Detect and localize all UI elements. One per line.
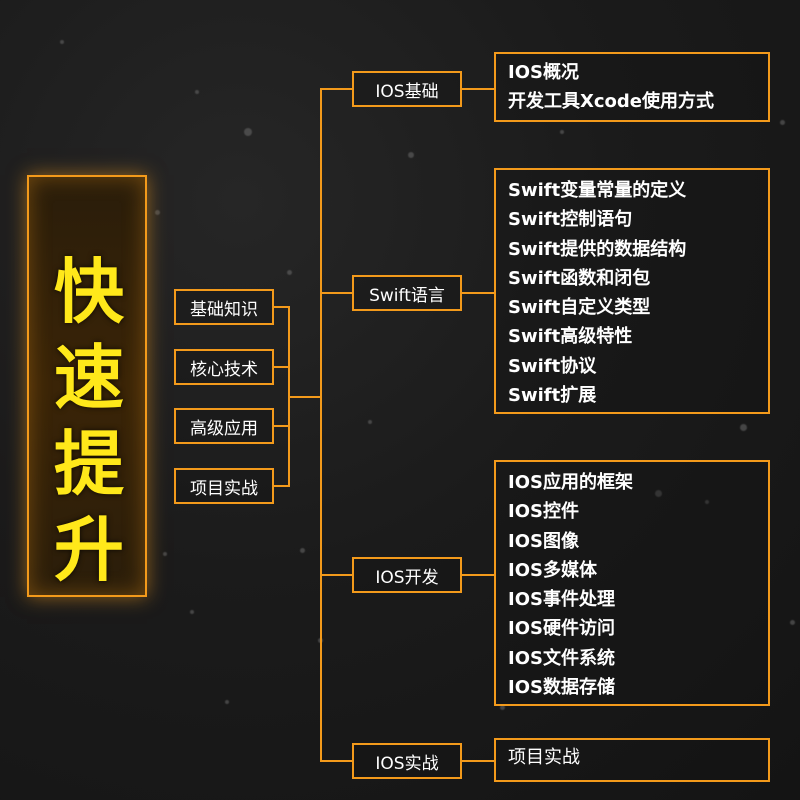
- leaf-box-swift: Swift变量常量的定义 Swift控制语句 Swift提供的数据结构 Swif…: [494, 168, 770, 414]
- title-text: 快 速 提 升: [29, 249, 149, 593]
- dust-speck: [500, 705, 505, 710]
- leaf-item: IOS多媒体: [508, 559, 597, 581]
- leaf-item: IOS图像: [508, 530, 579, 552]
- connector-line: [274, 485, 290, 487]
- title-char: 快: [54, 251, 124, 333]
- leaf-item: 项目实战: [508, 747, 580, 768]
- leaf-item: IOS硬件访问: [508, 618, 615, 640]
- connector-line: [274, 306, 290, 308]
- connector-line: [462, 292, 495, 294]
- leaf-item: 开发工具Xcode使用方式: [508, 91, 715, 113]
- dust-speck: [60, 40, 64, 44]
- dust-speck: [790, 620, 795, 625]
- leaf-item: IOS控件: [508, 501, 579, 523]
- leaf-item: IOS文件系统: [508, 647, 615, 669]
- leaf-box-ios-practice: 项目实战: [494, 738, 770, 782]
- leaf-item: Swift变量常量的定义: [508, 180, 687, 201]
- connector-line: [320, 88, 352, 90]
- left-node-basics: 基础知识: [174, 289, 274, 325]
- branch-node-swift: Swift语言: [352, 275, 462, 311]
- connector-line: [462, 760, 495, 762]
- dust-speck: [195, 90, 199, 94]
- leaf-box-ios-dev: IOS应用的框架 IOS控件 IOS图像 IOS多媒体 IOS事件处理 IOS硬…: [494, 460, 770, 706]
- branch-node-ios-basics: IOS基础: [352, 71, 462, 107]
- dust-speck: [780, 120, 785, 125]
- connector-line: [274, 425, 290, 427]
- connector-line: [288, 396, 322, 398]
- dust-speck: [705, 500, 709, 504]
- dust-speck: [408, 152, 414, 158]
- leaf-item: IOS概况: [508, 62, 579, 83]
- connector-line: [320, 574, 352, 576]
- left-node-projects: 项目实战: [174, 468, 274, 504]
- title-char: 提: [54, 423, 124, 505]
- leaf-item: Swift协议: [508, 355, 597, 377]
- branch-node-ios-dev: IOS开发: [352, 557, 462, 593]
- dust-speck: [740, 424, 747, 431]
- dust-speck: [560, 130, 564, 134]
- dust-speck: [190, 610, 194, 614]
- leaf-item: IOS事件处理: [508, 589, 615, 611]
- connector-line: [462, 574, 495, 576]
- connector-line: [320, 292, 352, 294]
- dust-speck: [287, 270, 292, 275]
- connector-line: [462, 88, 495, 90]
- leaf-item: IOS数据存储: [508, 677, 615, 699]
- leaf-box-ios-basics: IOS概况 开发工具Xcode使用方式: [494, 52, 770, 122]
- branch-node-ios-practice: IOS实战: [352, 743, 462, 779]
- title-box: 快 速 提 升: [27, 175, 147, 597]
- dust-speck: [225, 700, 229, 704]
- connector-line: [320, 760, 352, 762]
- dust-speck: [300, 548, 305, 553]
- connector-spine: [320, 88, 322, 762]
- leaf-item: Swift函数和闭包: [508, 267, 651, 289]
- dust-speck: [655, 490, 662, 497]
- dust-speck: [368, 420, 372, 424]
- title-char: 升: [54, 509, 124, 591]
- leaf-item: Swift高级特性: [508, 326, 633, 348]
- dust-speck: [244, 128, 252, 136]
- left-node-advanced: 高级应用: [174, 408, 274, 444]
- leaf-item: Swift控制语句: [508, 209, 633, 231]
- dust-speck: [155, 210, 160, 215]
- leaf-item: IOS应用的框架: [508, 472, 633, 493]
- title-char: 速: [54, 337, 124, 419]
- leaf-item: Swift扩展: [508, 385, 597, 407]
- dust-speck: [163, 552, 167, 556]
- leaf-item: Swift自定义类型: [508, 297, 651, 319]
- connector-line: [274, 366, 290, 368]
- leaf-item: Swift提供的数据结构: [508, 238, 687, 260]
- left-node-core: 核心技术: [174, 349, 274, 385]
